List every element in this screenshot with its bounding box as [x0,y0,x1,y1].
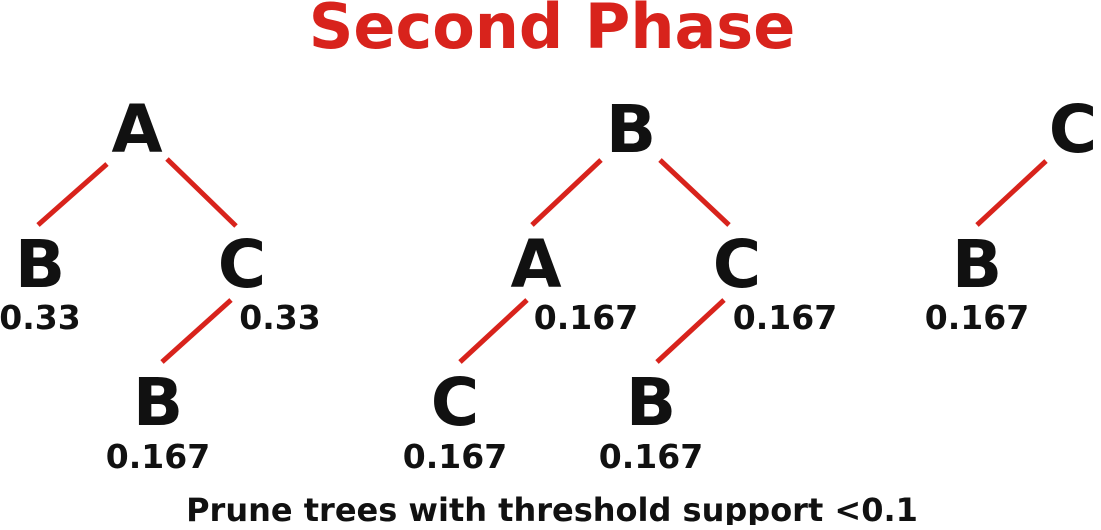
caption: Prune trees with threshold support <0.1 [186,491,918,525]
tree-1-node-left: B [15,226,65,303]
tree-1: A B 0.33 C 0.33 B 0.167 [0,91,321,476]
tree-1-edge-root-left [36,162,109,227]
tree-2-edge-root-right [658,158,731,227]
tree-1-support-left: 0.33 [0,298,81,337]
tree-2-node-left: A [510,226,561,303]
tree-2-support-right: 0.167 [733,298,837,337]
tree-2-support-left: 0.167 [534,298,638,337]
tree-2-edge-root-left [530,158,603,227]
tree-1-node-grandchild: B [133,364,183,441]
tree-3-root-node: C [1049,91,1097,168]
tree-3-support-child: 0.167 [925,298,1029,337]
tree-2: B A 0.167 C 0.167 C 0.167 B 0.167 [403,91,837,476]
tree-2-edge-left-child [458,298,529,364]
tree-3-edge-root-child [975,159,1048,227]
tree-2-support-right-grandchild: 0.167 [599,437,703,476]
tree-2-edge-right-child [655,298,726,364]
tree-1-edge-root-right [165,157,238,228]
tree-2-node-left-grandchild: C [431,364,479,441]
tree-2-node-right: C [713,226,761,303]
tree-1-edge-right-child [160,298,233,364]
tree-2-root-node: B [606,91,656,168]
tree-3-node-child: B [952,226,1002,303]
tree-3: C B 0.167 [925,91,1097,337]
tree-1-node-right: C [218,226,266,303]
tree-1-support-right: 0.33 [239,298,320,337]
page-title: Second Phase [309,0,796,63]
tree-2-support-left-grandchild: 0.167 [403,437,507,476]
tree-2-node-right-grandchild: B [626,364,676,441]
tree-1-support-grandchild: 0.167 [106,437,210,476]
tree-1-root-node: A [111,91,162,168]
